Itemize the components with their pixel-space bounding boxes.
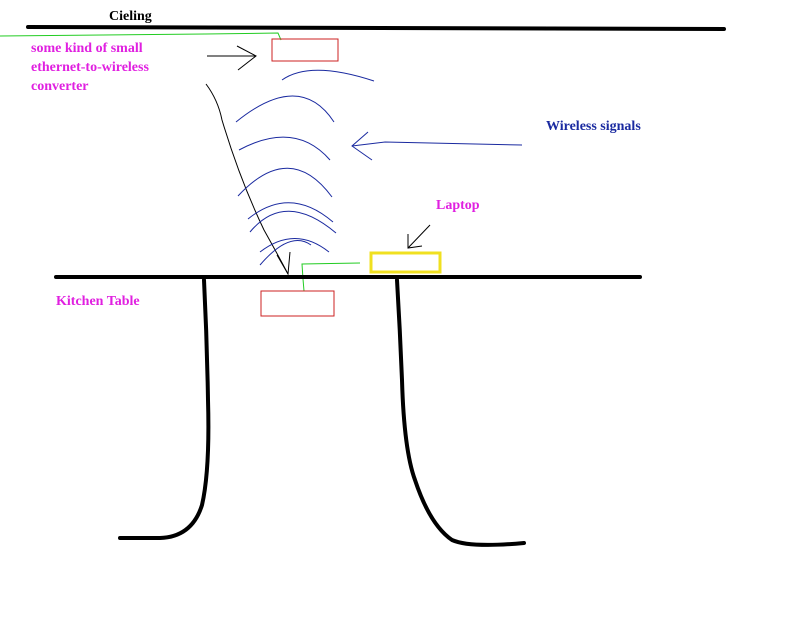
ceiling-converter-box <box>271 38 339 62</box>
table-converter-box <box>260 290 335 317</box>
laptop-label: Laptop <box>436 198 480 213</box>
converter-label-line: converter <box>31 79 89 94</box>
laptop-pointer-arrow-icon <box>407 224 431 249</box>
wireless-signals-label: Wireless signals <box>546 119 641 134</box>
laptop-box <box>369 251 442 274</box>
converter-label-line: ethernet-to-wireless <box>31 60 149 75</box>
converter-to-table-arrow-icon <box>205 83 291 276</box>
ceiling-cable <box>0 32 282 41</box>
signal-arc <box>237 167 333 198</box>
signal-arc <box>247 202 334 223</box>
table-leg-left <box>118 278 211 540</box>
converter-pointer-arrow-icon <box>207 45 257 71</box>
signal-arc <box>259 240 312 266</box>
signal-arc <box>249 210 337 234</box>
kitchen-table-label: Kitchen Table <box>56 294 140 309</box>
laptop-cable <box>301 262 361 292</box>
table-leg-right <box>395 278 526 547</box>
signal-arc <box>259 238 330 253</box>
converter-label-line: some kind of small <box>31 41 143 56</box>
converter-label: some kind of small ethernet-to-wireless … <box>31 39 149 96</box>
wireless-signal-arcs <box>235 69 375 266</box>
signal-arc <box>281 69 375 82</box>
ceiling-label: Cieling <box>109 9 152 24</box>
signal-arc <box>235 95 335 123</box>
signal-arc <box>238 136 331 161</box>
wireless-pointer-arrow-icon <box>351 131 523 161</box>
ceiling-line <box>26 25 726 31</box>
